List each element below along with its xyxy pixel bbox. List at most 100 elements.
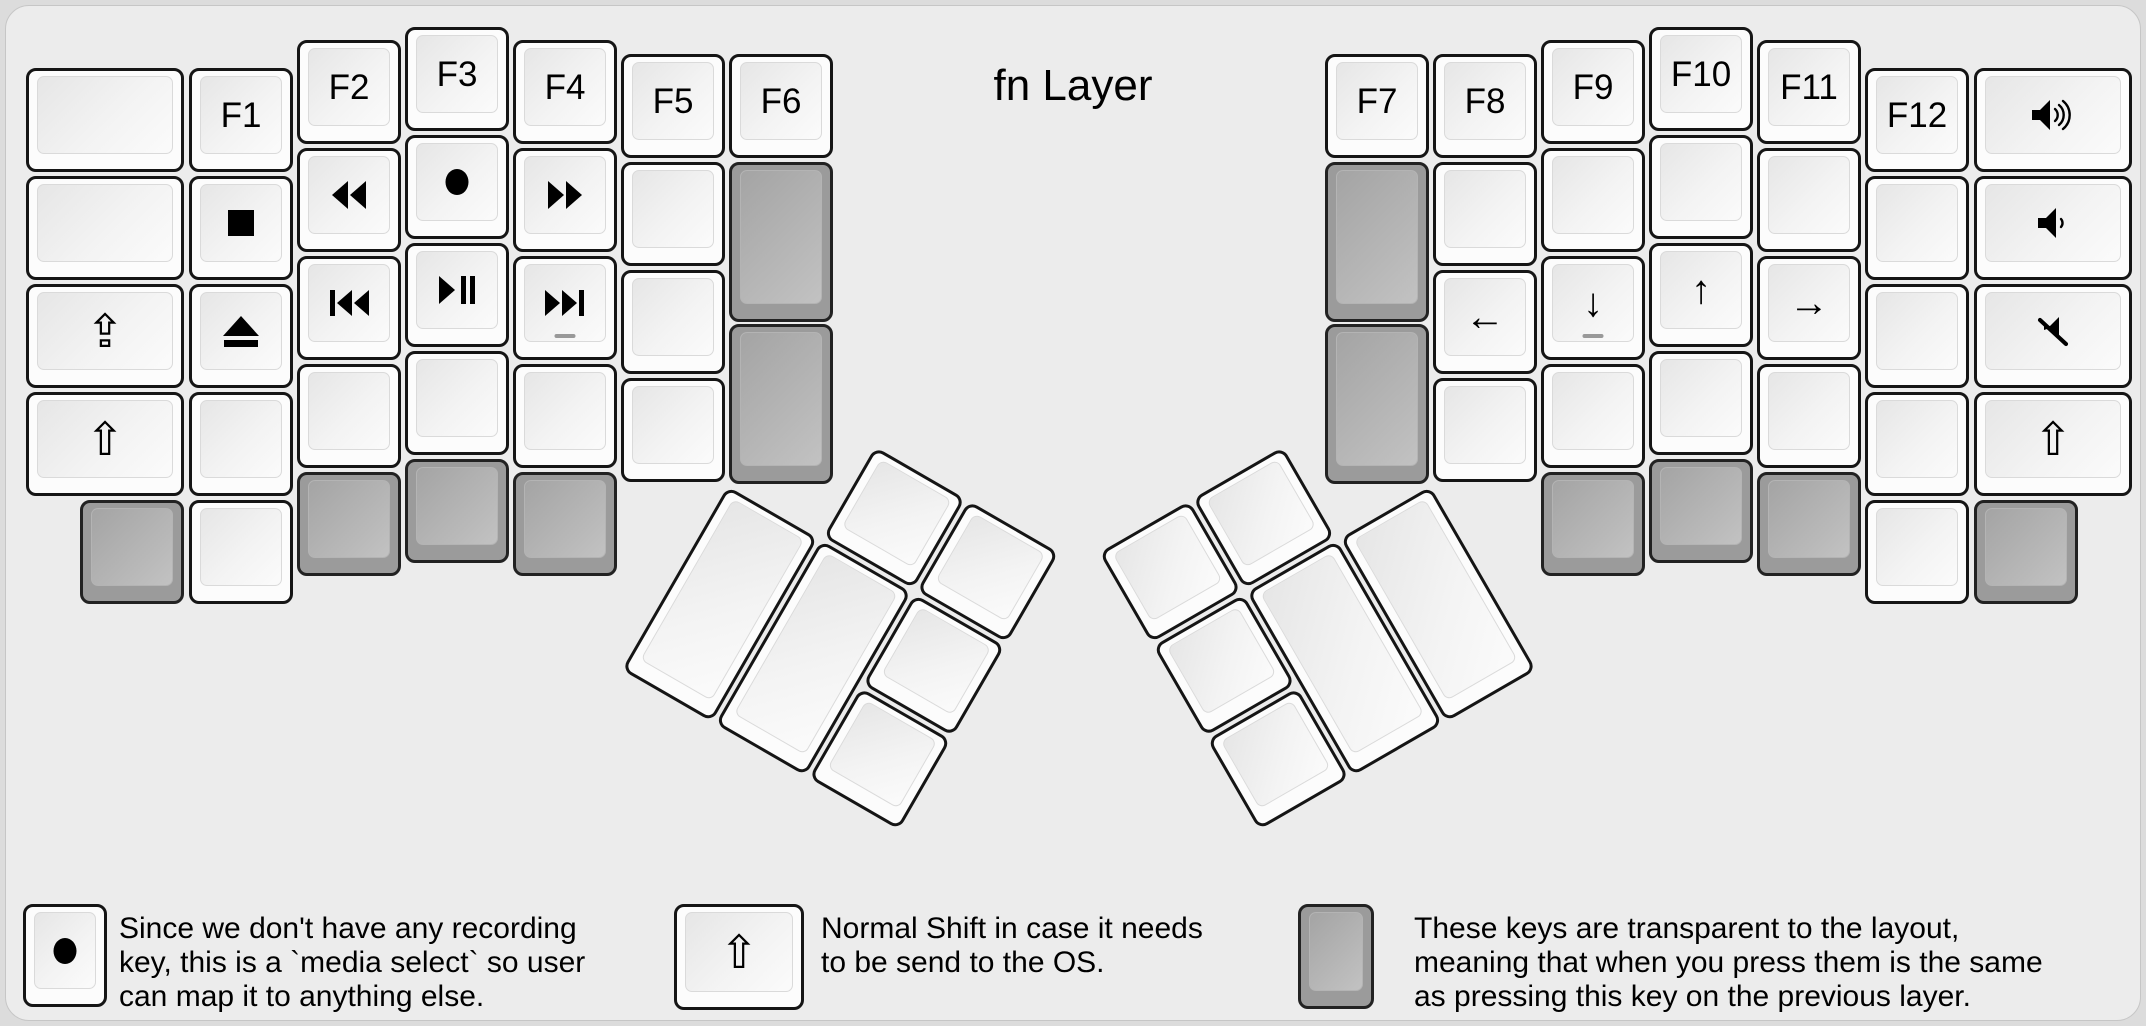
key-arrow-right[interactable]: → xyxy=(1757,256,1861,360)
key-transparent[interactable] xyxy=(405,459,509,563)
key-blank[interactable] xyxy=(1433,162,1537,266)
key-f9[interactable]: F9 xyxy=(1541,40,1645,144)
key-f2[interactable]: F2 xyxy=(297,40,401,144)
key-label: F1 xyxy=(220,95,262,135)
keycap-top xyxy=(308,156,390,234)
key-shift[interactable]: ⇧ xyxy=(1974,392,2132,496)
key-volume-down[interactable] xyxy=(1974,176,2132,280)
key-blank[interactable] xyxy=(189,500,293,604)
legend-text-transparent-keys: These keys are transparent to the layout… xyxy=(1414,912,2043,1014)
keycap-top xyxy=(1768,480,1850,558)
keycap-top xyxy=(37,184,173,262)
key-label: F12 xyxy=(1886,95,1948,135)
key-prev-track[interactable] xyxy=(297,256,401,360)
key-f8[interactable]: F8 xyxy=(1433,54,1537,158)
key-f7[interactable]: F7 xyxy=(1325,54,1429,158)
key-transparent[interactable] xyxy=(297,472,401,576)
key-transparent[interactable] xyxy=(1325,324,1429,484)
legend-line: key, this is a `media select` so user xyxy=(119,946,586,979)
key-blank[interactable] xyxy=(1541,364,1645,468)
key-play-pause[interactable] xyxy=(405,243,509,347)
record-icon xyxy=(53,937,77,964)
key-transparent[interactable] xyxy=(1325,162,1429,322)
key-blank[interactable] xyxy=(297,364,401,468)
volume-down-icon xyxy=(2038,208,2064,238)
legend-text-normal-shift: Normal Shift in case it needs to be send… xyxy=(821,912,1203,980)
key-f12[interactable]: F12 xyxy=(1865,68,1969,172)
key-blank[interactable] xyxy=(1865,392,1969,496)
key-blank[interactable] xyxy=(621,162,725,266)
key-volume-up[interactable] xyxy=(1974,68,2132,172)
key-label: F8 xyxy=(1464,81,1506,121)
key-blank[interactable] xyxy=(26,176,184,280)
key-blank[interactable] xyxy=(1757,148,1861,252)
key-f3[interactable]: F3 xyxy=(405,27,509,131)
keycap-top xyxy=(200,292,282,370)
mute-icon xyxy=(2037,317,2069,347)
key-blank[interactable] xyxy=(1865,176,1969,280)
keycap-top xyxy=(524,264,606,342)
key-arrow-up[interactable]: ↑ xyxy=(1649,243,1753,347)
keycap-top: F10 xyxy=(1660,35,1742,113)
key-arrow-down[interactable]: ↓ xyxy=(1541,256,1645,360)
key-arrow-left[interactable]: ← xyxy=(1433,270,1537,374)
key-transparent[interactable] xyxy=(1649,459,1753,563)
key-transparent[interactable] xyxy=(1974,500,2078,604)
key-blank[interactable] xyxy=(405,351,509,455)
key-media-stop[interactable] xyxy=(189,176,293,280)
key-transparent[interactable] xyxy=(1541,472,1645,576)
key-transparent[interactable] xyxy=(1757,472,1861,576)
legend-line: can map it to anything else. xyxy=(119,980,485,1013)
key-transparent[interactable] xyxy=(729,162,833,322)
key-transparent[interactable] xyxy=(513,472,617,576)
keycap-top: F12 xyxy=(1876,76,1958,154)
key-blank[interactable] xyxy=(1865,284,1969,388)
keycap-top xyxy=(1309,912,1363,991)
key-f6[interactable]: F6 xyxy=(729,54,833,158)
key-media-select-example xyxy=(23,904,107,1007)
key-transparent[interactable] xyxy=(80,500,184,604)
keycap-top xyxy=(1876,184,1958,262)
keycap-top: F3 xyxy=(416,35,498,113)
key-transparent[interactable] xyxy=(729,324,833,484)
key-f10[interactable]: F10 xyxy=(1649,27,1753,131)
key-shift-example: ⇧ xyxy=(674,904,804,1010)
key-f5[interactable]: F5 xyxy=(621,54,725,158)
key-blank[interactable] xyxy=(621,378,725,482)
key-blank[interactable] xyxy=(1757,364,1861,468)
key-f11[interactable]: F11 xyxy=(1757,40,1861,144)
key-rewind[interactable] xyxy=(297,148,401,252)
key-mute[interactable] xyxy=(1974,284,2132,388)
key-blank[interactable] xyxy=(1433,378,1537,482)
key-fast-forward[interactable] xyxy=(513,148,617,252)
key-caps-lock[interactable]: ⇪ xyxy=(26,284,184,388)
key-blank[interactable] xyxy=(1649,135,1753,239)
keycap-top xyxy=(200,508,282,586)
key-eject[interactable] xyxy=(189,284,293,388)
key-blank[interactable] xyxy=(1649,351,1753,455)
keycap-top xyxy=(740,332,822,466)
keycap-top xyxy=(1768,156,1850,234)
key-blank[interactable] xyxy=(1541,148,1645,252)
homing-dash xyxy=(1582,334,1604,338)
key-shift[interactable]: ⇧ xyxy=(26,392,184,496)
key-next-track[interactable] xyxy=(513,256,617,360)
key-label: F4 xyxy=(544,67,586,107)
homing-dash xyxy=(554,334,576,338)
key-f4[interactable]: F4 xyxy=(513,40,617,144)
key-blank[interactable] xyxy=(513,364,617,468)
shift-icon: ⇧ xyxy=(85,413,125,465)
keycap-top xyxy=(1336,170,1418,304)
keycap-top xyxy=(91,508,173,586)
legend-line: to be send to the OS. xyxy=(821,946,1105,979)
key-blank[interactable] xyxy=(621,270,725,374)
key-media-select[interactable] xyxy=(405,135,509,239)
keycap-top xyxy=(1985,76,2121,154)
keycap-top: ⇪ xyxy=(37,292,173,370)
key-blank[interactable] xyxy=(26,68,184,172)
keycap-top xyxy=(1985,292,2121,370)
keycap-top: F9 xyxy=(1552,48,1634,126)
key-f1[interactable]: F1 xyxy=(189,68,293,172)
key-blank[interactable] xyxy=(1865,500,1969,604)
key-blank[interactable] xyxy=(189,392,293,496)
